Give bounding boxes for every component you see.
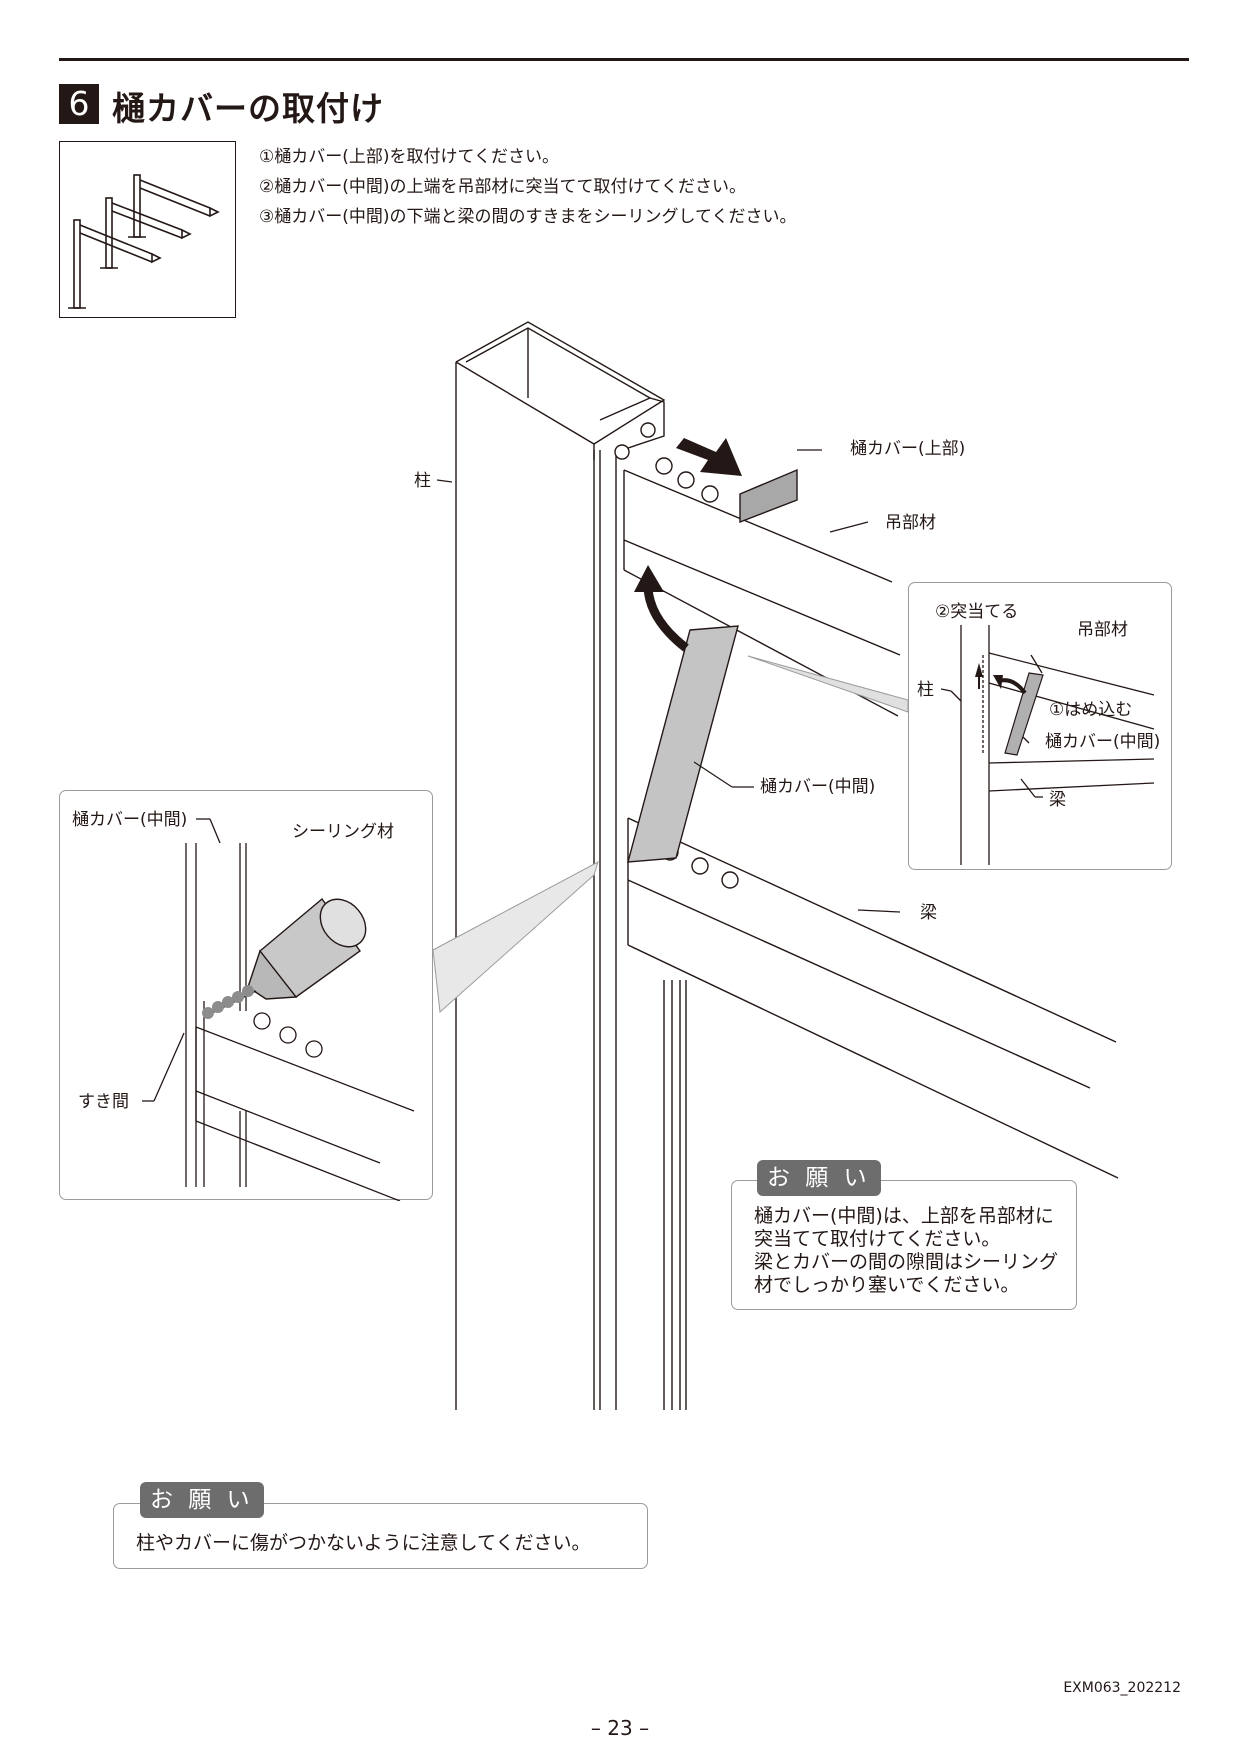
label-cover-middle: 樋カバー(中間) xyxy=(760,777,875,797)
notice-main-line-3: 梁とカバーの間の隙間はシーリング xyxy=(754,1251,1059,1273)
instruction-1: ①樋カバー(上部)を取付けてください。 xyxy=(259,147,559,167)
label-pillar: 柱 xyxy=(414,471,431,491)
notice-main-badge: お 願 い xyxy=(757,1160,881,1196)
detail-label-step2: ②突当てる xyxy=(935,602,1018,622)
page-number: – 23 – xyxy=(590,1716,650,1740)
top-rule xyxy=(59,58,1189,61)
overview-thumbnail xyxy=(59,141,236,318)
label-hanger: 吊部材 xyxy=(885,513,936,533)
document-code: EXM063_202212 xyxy=(1063,1680,1181,1696)
detail-label-cover-middle: 樋カバー(中間) xyxy=(1045,732,1160,752)
notice-main-line-4: 材でしっかり塞いでください。 xyxy=(754,1274,1020,1296)
label-cover-top: 樋カバー(上部) xyxy=(850,439,965,459)
detail-box-right: ②突当てる 吊部材 柱 ①はめ込む 樋カバー(中間) 梁 xyxy=(908,582,1172,870)
instruction-3: ③樋カバー(中間)の下端と梁の間のすきまをシーリングしてください。 xyxy=(259,207,797,227)
section-title: 樋カバーの取付け xyxy=(112,89,384,128)
notice-bottom-badge: お 願 い xyxy=(140,1482,264,1518)
detail-label-sealant: シーリング材 xyxy=(292,822,394,842)
notice-bottom-text: 柱やカバーに傷がつかないように注意してください。 xyxy=(136,1532,591,1554)
notice-main: 樋カバー(中間)は、上部を吊部材に 突当てて取付けてください。 梁とカバーの間の… xyxy=(731,1180,1077,1310)
detail-label-beam: 梁 xyxy=(1049,790,1066,810)
notice-main-text: 樋カバー(中間)は、上部を吊部材に 突当てて取付けてください。 梁とカバーの間の… xyxy=(754,1205,1058,1297)
frame-overview-illustration xyxy=(68,174,220,309)
instruction-2: ②樋カバー(中間)の上端を吊部材に突当てて取付けてください。 xyxy=(259,177,746,197)
detail-box-left: 樋カバー(中間) シーリング材 すき間 xyxy=(59,790,433,1201)
notice-main-line-2: 突当てて取付けてください。 xyxy=(754,1228,1001,1250)
detail-label-cover-middle-left: 樋カバー(中間) xyxy=(72,810,187,830)
detail-label-gap: すき間 xyxy=(78,1092,129,1112)
detail-left-illustration: 樋カバー(中間) シーリング材 すき間 xyxy=(72,810,415,1201)
detail-label-step1: ①はめ込む xyxy=(1049,700,1132,720)
step-number-badge: 6 xyxy=(59,84,99,124)
detail-right-illustration: ②突当てる 吊部材 柱 ①はめ込む 樋カバー(中間) 梁 xyxy=(917,602,1160,865)
detail-label-hanger: 吊部材 xyxy=(1077,620,1128,640)
label-beam: 梁 xyxy=(920,903,937,923)
notice-main-line-1: 樋カバー(中間)は、上部を吊部材に xyxy=(754,1205,1054,1227)
detail-label-pillar: 柱 xyxy=(917,680,934,700)
